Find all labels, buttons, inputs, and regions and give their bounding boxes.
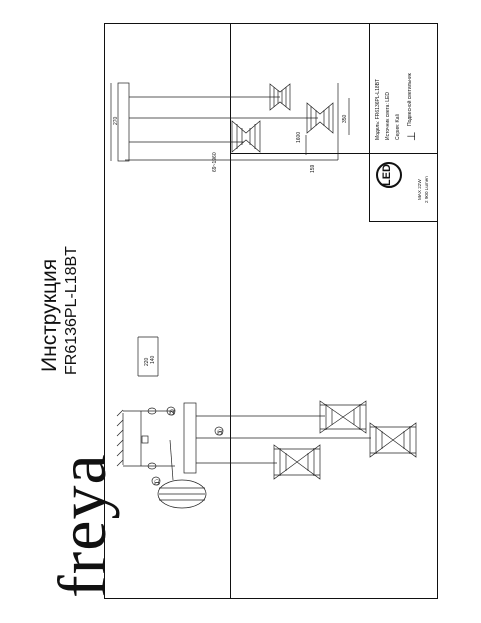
screw (147, 462, 157, 470)
wiring-detail (157, 479, 207, 509)
ceiling-canopy (117, 82, 130, 162)
step-three-label: ③ (216, 428, 225, 436)
dim-height: 350 (342, 114, 348, 123)
led-icon (376, 162, 402, 188)
lamp-shade (231, 120, 261, 153)
dim-canopy-width: 140 (150, 355, 156, 364)
dim-width: 270 (113, 116, 119, 125)
lamp-shade (369, 422, 417, 458)
step-marker (214, 426, 224, 436)
lamp-shade (269, 83, 291, 111)
screw (147, 407, 157, 415)
spec-column-divider (369, 23, 370, 221)
dimension-drawing (110, 82, 350, 162)
lamp-shade (306, 102, 334, 134)
dim-offset: 1600 (296, 131, 302, 143)
spec-bottom-divider (369, 221, 438, 222)
lamp-shade (319, 400, 367, 434)
page-frame (104, 23, 438, 599)
installation-drawing (116, 336, 417, 509)
step-marker (166, 406, 176, 416)
step-two-label: ② (168, 408, 177, 416)
step-marker (151, 476, 161, 486)
lamp-shade (273, 444, 321, 480)
dim-depth: 159 (310, 164, 316, 173)
canopy (183, 402, 197, 474)
mounting-bracket (141, 435, 149, 444)
left-panel-divider (230, 23, 231, 599)
top-right-divider (230, 153, 438, 154)
step-one-label: ① (153, 478, 162, 486)
dim-length: 69~1960 (212, 152, 218, 172)
